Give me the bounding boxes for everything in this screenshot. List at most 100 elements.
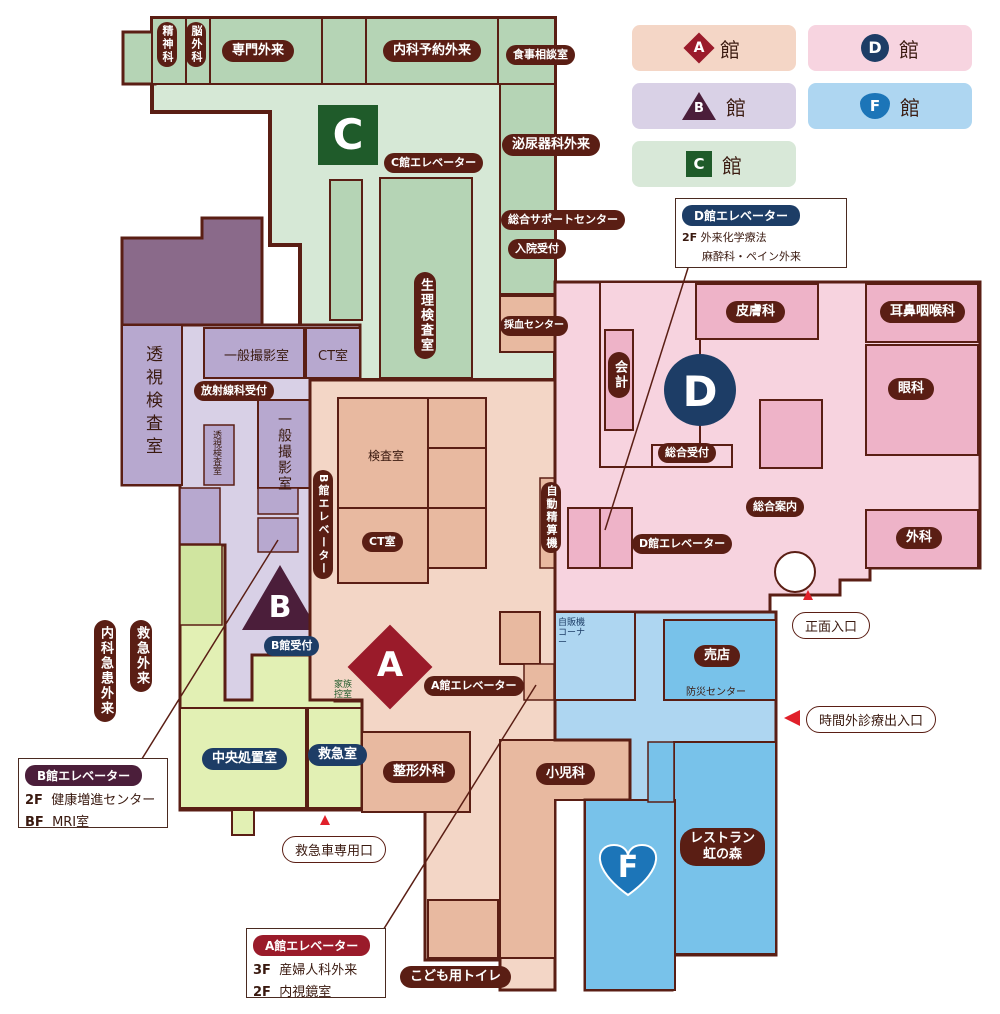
room-d-elev: D館エレベーター [632,534,733,554]
callout-b-floor-2: BF [25,815,44,830]
room-restaurant-line2: 虹の森 [703,847,743,862]
room-chuou: 中央処置室 [202,748,288,770]
room-hifu: 皮膚科 [726,301,786,323]
room-kensa: 検査室 [368,449,405,463]
building-letter-c: C [332,110,364,159]
room-ippan2: 一般撮影室 [276,412,292,492]
building-d [553,280,982,614]
legend-a: A 館 [632,25,796,71]
building-letter-a: A [376,645,404,685]
entrance-jikangai: 時間外診療出入口 [806,706,937,733]
legend-d-label: 館 [899,37,919,62]
room-b-elev-v: B館エレベーター [313,470,333,580]
room-c-elev: C館エレベーター [384,153,484,173]
building-letter-f: F [617,850,639,885]
callout-a-floor-1: 3F [253,963,271,978]
building-letter-d: D [682,367,718,416]
legend-b-badge: B [682,92,716,120]
callout-d-row-2: 麻酔科・ペイン外来 [682,248,840,264]
room-geka: 外科 [896,527,943,549]
room-toushi-small: 透視検査室 [211,430,221,475]
callout-d-text-1: 外来化学療法 [700,231,767,244]
building-b-lower [178,543,364,836]
callout-b-row-2: BF MRI室 [25,811,161,830]
room-naika: 内科予約外来 [383,40,482,62]
callout-a-floor-2: 2F [253,985,271,1000]
legend-d-badge: D [861,34,889,62]
legend-c: C 館 [632,141,796,187]
callout-a-elev: A館エレベーター 3F 産婦人科外来 2F 内視鏡室 [246,928,386,1000]
callout-b-text-2: MRI室 [52,815,90,830]
room-jihanki: 自販機コーナー [558,618,586,648]
room-sougou-support: 総合サポートセンター [501,210,625,230]
arrow-kyukyusha [320,815,330,825]
legend-a-letter: A [693,40,705,56]
legend-a-badge: A [683,32,715,64]
room-nougeka: 脳外科 [186,22,206,67]
arrow-shoumen [803,590,813,600]
legend-d: D 館 [808,25,972,71]
room-naika-kyukan: 内科急患外来 [94,620,116,722]
room-hinyouki: 泌尿器科外来 [502,134,601,156]
room-sougou-uketsuke: 総合受付 [658,443,716,463]
legend-b: B 館 [632,83,796,129]
building-letter-b: B [268,590,292,625]
room-shokuji: 食事相談室 [506,45,575,65]
legend-f-badge: F [860,93,890,119]
building-f [553,610,778,992]
room-ct2: CT室 [362,532,403,552]
callout-a-row-2: 2F 内視鏡室 [253,981,379,1000]
callout-b-row-1: 2F 健康増進センター [25,789,161,808]
room-bousai: 防災センター [686,687,746,698]
callout-d-row-1: 2F 外来化学療法 [682,229,840,245]
room-houshasen: 放射線科受付 [194,381,274,401]
room-restaurant-line1: レストラン [690,831,756,846]
room-seishinka: 精神科 [157,22,177,67]
arrow-jikangai [784,710,800,726]
entrance-kyukyusha: 救急車専用口 [282,836,387,863]
room-kazoku: 家族控室 [334,680,353,700]
callout-d-text-2: 麻酔科・ペイン外来 [702,250,801,263]
room-sougou-annai: 総合案内 [746,497,804,517]
room-jibi: 耳鼻咽喉科 [880,301,966,323]
callout-a-text-1: 産婦人科外来 [279,963,358,978]
callout-b-text-1: 健康増進センター [51,793,156,808]
room-kyukyu-gairai: 救急外来 [130,620,152,692]
legend-b-label: 館 [726,95,746,120]
legend-b-letter: B [694,101,704,116]
callout-d-floor-1: 2F [682,231,698,244]
room-seiri: 生理検査室 [414,272,436,359]
room-nyuin: 入院受付 [508,239,566,259]
room-baiten: 売店 [694,645,741,667]
room-shoni: 小児科 [536,763,596,785]
callout-a-title: A館エレベーター [253,935,371,956]
callout-b-floor-1: 2F [25,793,43,808]
entrance-shoumen: 正面入口 [792,612,871,639]
room-b-uketsuke: B館受付 [264,636,320,656]
room-ganka: 眼科 [888,378,935,400]
room-senmon: 専門外来 [222,40,295,62]
room-jidou: 自動精算機 [541,482,561,553]
legend-c-label: 館 [722,153,742,178]
room-kodomo-toilet: こども用トイレ [400,966,512,988]
callout-a-row-1: 3F 産婦人科外来 [253,959,379,978]
room-restaurant: レストラン 虹の森 [680,828,766,866]
callout-b-title: B館エレベーター [25,765,143,786]
callout-d-title: D館エレベーター [682,205,800,226]
room-toushi: 透視検査室 [142,345,162,460]
legend-a-label: 館 [720,37,740,62]
room-ct1: CT室 [318,349,349,364]
legend-c-badge: C [686,151,712,177]
legend-f: F 館 [808,83,972,129]
room-kaikei: 会計 [608,352,630,398]
callout-b-elev: B館エレベーター 2F 健康増進センター BF MRI室 [18,758,168,830]
room-ippan1: 一般撮影室 [224,349,290,364]
callout-a-text-2: 内視鏡室 [279,985,332,1000]
legend-f-label: 館 [900,95,920,120]
callout-d-elev: D館エレベーター 2F 外来化学療法 麻酔科・ペイン外来 [675,198,847,268]
room-saiketsu: 採血センター [500,316,568,336]
room-a-elev: A館エレベーター [424,676,524,696]
room-seikei: 整形外科 [383,761,456,783]
room-kyukyu: 救急室 [308,744,368,766]
